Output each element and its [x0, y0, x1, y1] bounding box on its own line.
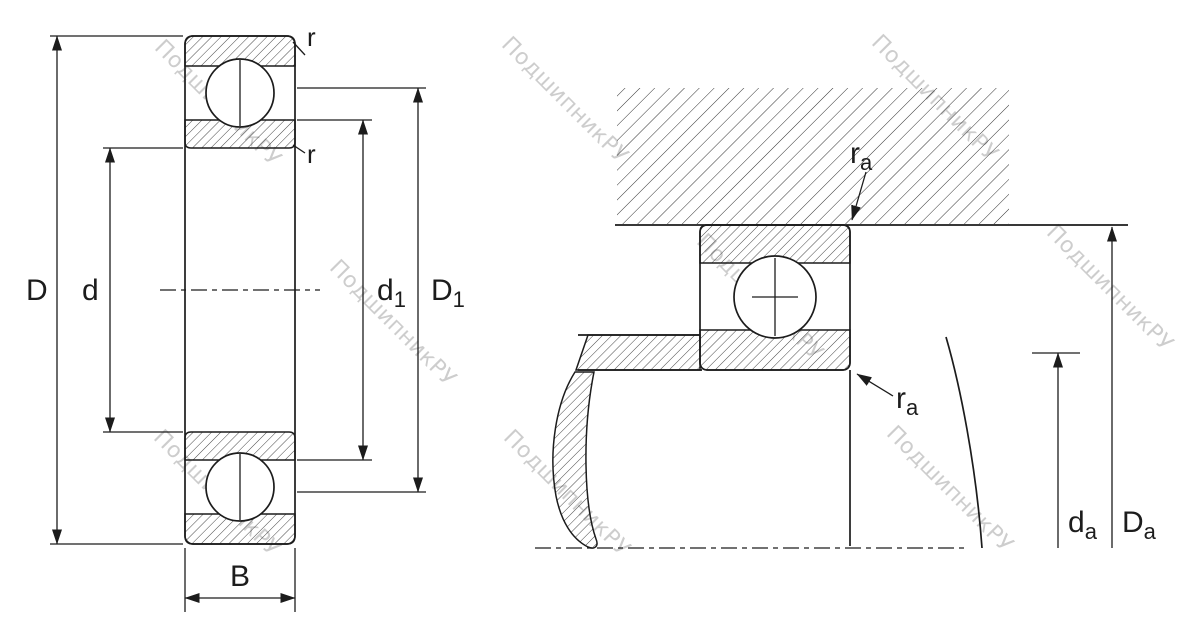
shaft-shoulder-section [574, 334, 701, 371]
label-d: d [82, 274, 99, 307]
front-view: D d d1 D1 B [26, 22, 465, 612]
leader-line-r-top [292, 41, 306, 56]
label-D1: D1 [431, 274, 465, 312]
label-Da: Da [1122, 506, 1157, 544]
label-r-top: r [307, 22, 316, 52]
label-ra-upper: ra [850, 137, 873, 175]
watermark: ПодшипникРУ [1041, 220, 1178, 357]
mounting-view: ra ra da Da [535, 88, 1157, 549]
watermark: ПодшипникРУ [496, 32, 633, 169]
watermark: ПодшипникРУ [881, 421, 1018, 558]
label-r-mid: r [307, 139, 316, 169]
label-D: D [26, 274, 48, 307]
shaft-section [552, 334, 851, 549]
leader-line-r-mid [292, 144, 306, 154]
mounted-bearing-outline [699, 224, 851, 371]
housing-section [617, 88, 1009, 224]
front-dimensions: D d d1 D1 B [26, 22, 465, 612]
shaft-break-section [552, 371, 598, 549]
label-ra-lower: ra [896, 382, 919, 420]
label-d1: d1 [377, 274, 406, 312]
leader-line-ra-lower [856, 373, 894, 397]
mounted-bearing-section [699, 224, 851, 371]
leader-line-ra-upper [851, 171, 867, 221]
label-da: da [1068, 506, 1098, 544]
front-bearing-section [160, 35, 320, 545]
mounting-dimensions: ra ra da Da [850, 137, 1157, 548]
label-B: B [230, 560, 250, 593]
housing-shoulder-contour [945, 336, 983, 549]
